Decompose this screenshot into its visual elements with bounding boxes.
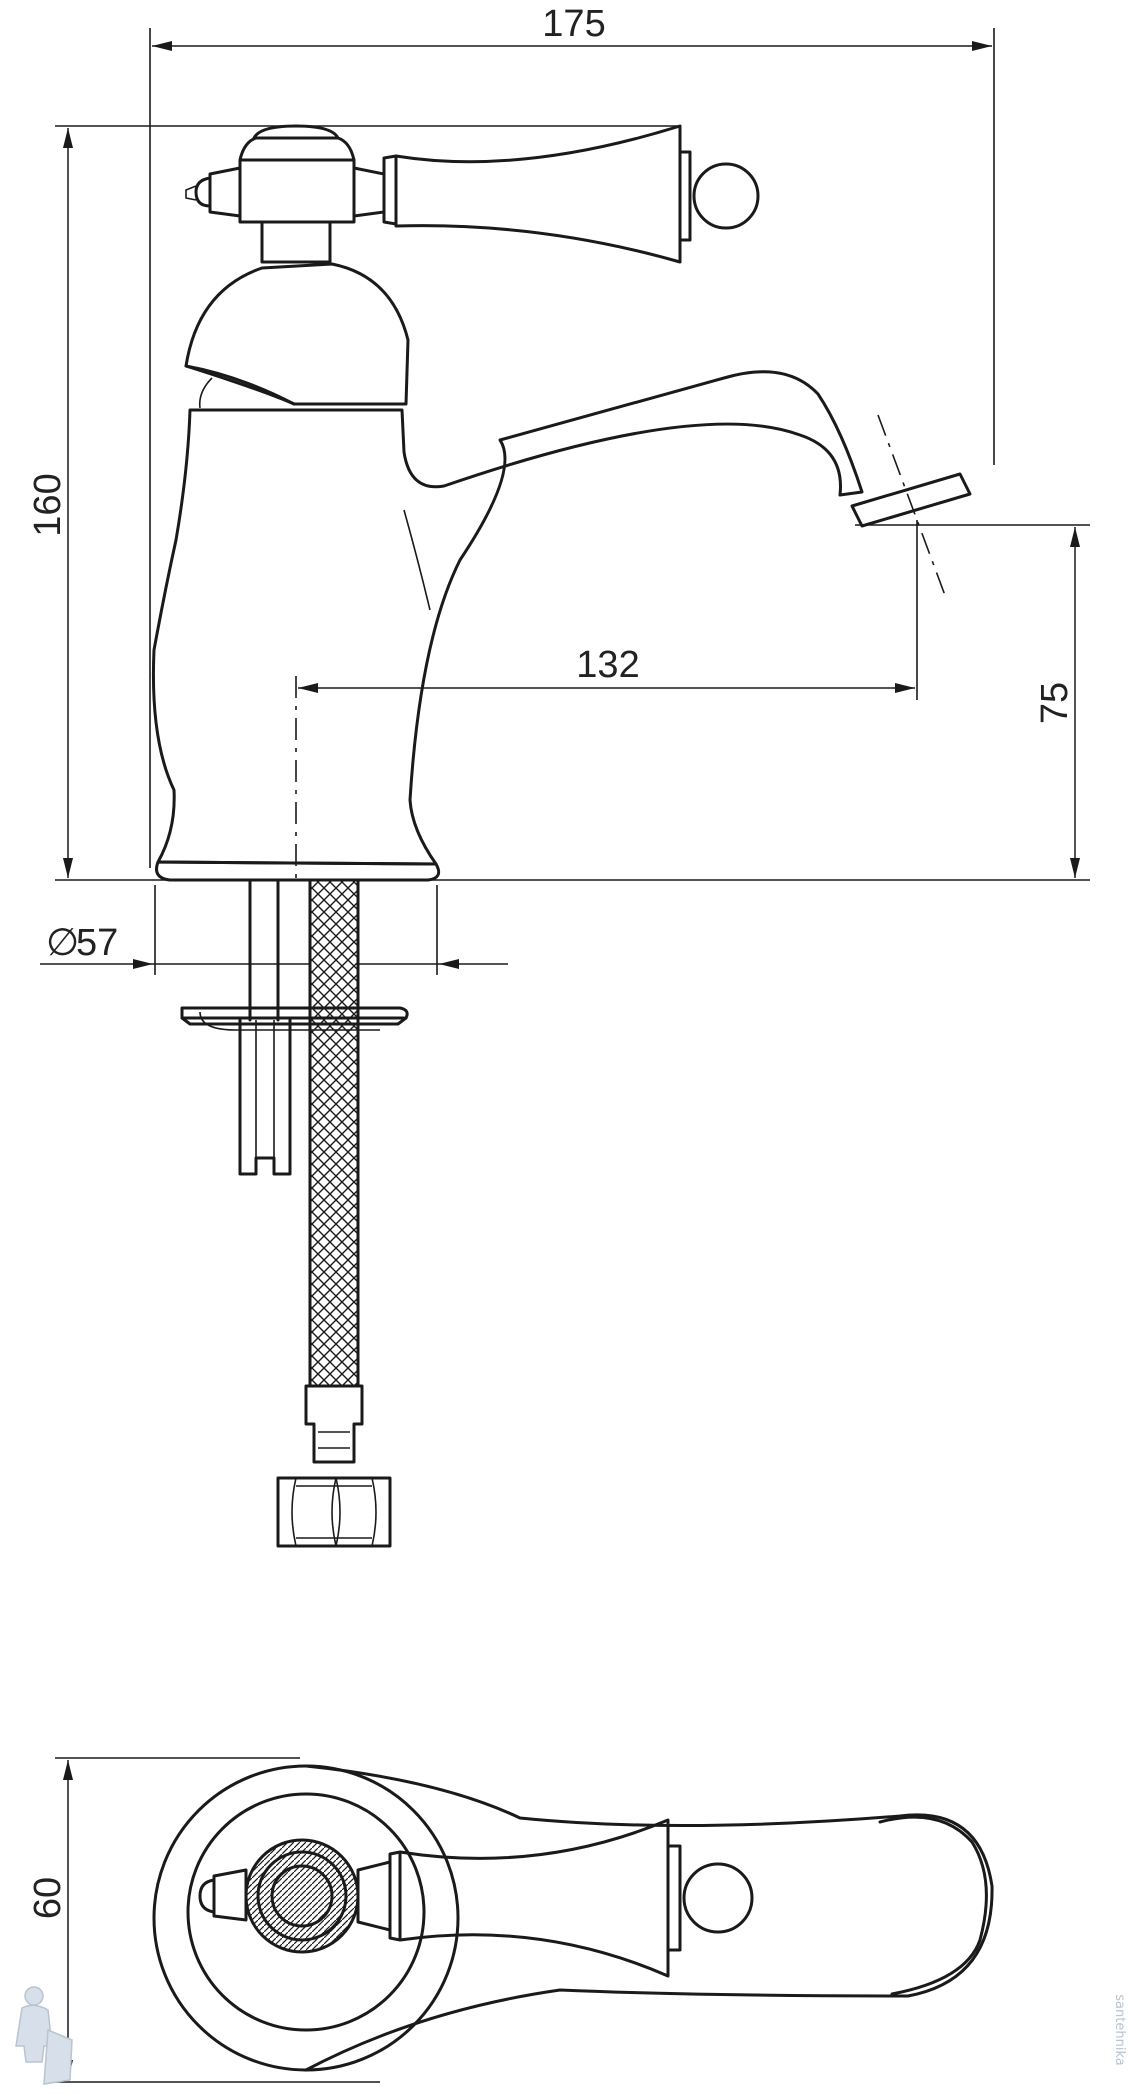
dim-width-label: 175: [542, 3, 605, 45]
top-lever-ball: [682, 1862, 754, 1934]
lever-handle: [394, 124, 682, 264]
faucet-side-view: [151, 124, 972, 1548]
dim-reach-label: 132: [576, 644, 639, 686]
dim-top-view-label: 60: [27, 1877, 69, 1919]
dim-base-diameter-symbol: ∅: [46, 922, 79, 964]
watermark-text: santehnika: [1112, 1994, 1127, 2065]
base-rim: [155, 860, 441, 882]
top-body-circle: [186, 1792, 426, 2032]
top-spout: [304, 1764, 994, 2072]
knurled-ring: [244, 1838, 360, 1954]
faucet-top-view: [152, 1764, 994, 2072]
dimension-lines: [40, 28, 1090, 2083]
faucet-body: [151, 370, 864, 866]
plumber-figure-icon: [15, 1986, 73, 2085]
valve-stem: [260, 220, 332, 264]
top-lever: [398, 1818, 670, 1978]
valve-dome: [184, 262, 410, 406]
aerator: [850, 472, 972, 528]
lever-ball: [692, 162, 760, 230]
hose-fitting: [304, 1384, 364, 1464]
copper-pipe: [248, 878, 280, 1022]
handle-hub: [238, 158, 356, 224]
dim-base-diameter-label: 57: [76, 922, 118, 964]
dim-spout-height-label: 75: [1034, 682, 1076, 724]
body-shading-arc: [403, 509, 431, 611]
left-knob: [208, 166, 242, 218]
dim-height-label: 160: [27, 473, 69, 536]
mounting-plate: [180, 1006, 409, 1026]
watermark: santehnika: [15, 1986, 1127, 2085]
braided-hose: [308, 878, 360, 1388]
hex-nut: [276, 1476, 392, 1548]
